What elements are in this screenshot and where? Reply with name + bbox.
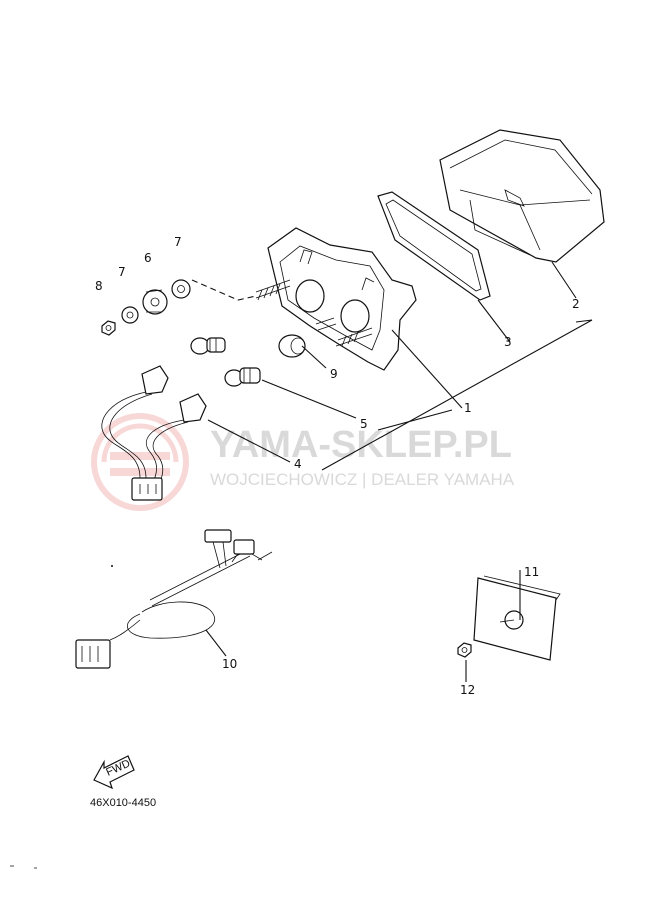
callout-8: 8 <box>95 279 103 293</box>
callout-2: 2 <box>572 297 580 311</box>
callout-4: 4 <box>294 457 302 471</box>
part-6-damper <box>142 289 168 315</box>
watermark: YAMA-SKLEP.PL WOJCIECHOWICZ | DEALER YAM… <box>91 413 515 511</box>
leader-lines <box>191 261 593 682</box>
part-10-wire-harness <box>75 529 273 669</box>
fwd-arrow-icon: FWD <box>93 755 135 790</box>
part-8-nut <box>101 320 116 336</box>
part-7-collar-b <box>121 306 139 324</box>
watermark-subtitle: WOJCIECHOWICZ | DEALER YAMAHA <box>210 470 515 489</box>
part-5-bulb-b <box>224 367 261 387</box>
callout-7b: 7 <box>118 265 126 279</box>
stray-marks <box>10 565 113 869</box>
watermark-logo <box>91 413 189 511</box>
callout-11: 11 <box>524 565 539 579</box>
part-12-nut <box>457 642 472 658</box>
part-5-bulb-a <box>190 337 226 355</box>
part-7-collar-a <box>171 279 191 299</box>
part-1-housing <box>255 227 417 371</box>
callout-5: 5 <box>360 417 368 431</box>
callout-10: 10 <box>222 657 237 671</box>
callout-1: 1 <box>464 401 472 415</box>
part-2-lens <box>439 129 605 263</box>
diagram-code: 46X010-4450 <box>90 797 156 809</box>
callout-3: 3 <box>504 335 512 349</box>
part-3-gasket <box>377 191 491 301</box>
callout-7a: 7 <box>174 235 182 249</box>
part-4-socket-harness <box>101 365 207 501</box>
part-9-grommet <box>278 334 306 358</box>
callout-9: 9 <box>330 367 338 381</box>
watermark-title: YAMA-SKLEP.PL <box>210 424 512 466</box>
callout-12: 12 <box>460 683 475 697</box>
part-11-license-light <box>473 575 561 661</box>
callouts: 1 2 3 4 5 6 7 7 8 9 10 11 12 <box>95 235 580 697</box>
callout-6: 6 <box>144 251 152 265</box>
